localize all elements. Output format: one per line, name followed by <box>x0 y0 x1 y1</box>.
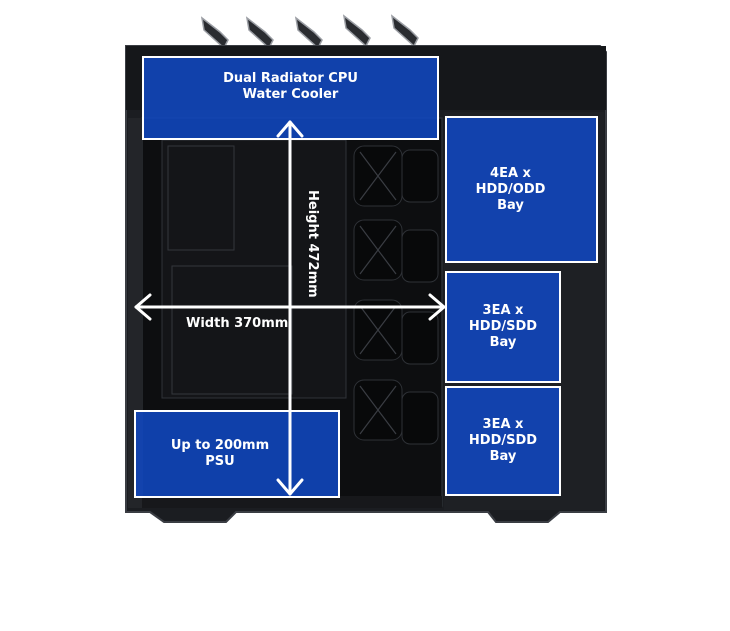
hdd-ssd-bay-upper-box: 3EA x HDD/SDD Bay <box>445 271 561 383</box>
psu-label: Up to 200mm PSU <box>170 438 270 469</box>
psu-box: Up to 200mm PSU <box>134 410 340 498</box>
hdd-ssd-bay-lower-label: 3EA x HDD/SDD Bay <box>468 417 538 464</box>
cpu-cooler-label: Dual Radiator CPU Water Cooler <box>223 71 358 102</box>
height-label: Height 472mm <box>305 190 320 298</box>
top-drive-clips <box>200 14 419 50</box>
width-label: Width 370mm <box>186 316 289 331</box>
hdd-ssd-bay-upper-label: 3EA x HDD/SDD Bay <box>468 303 538 350</box>
cpu-cooler-box: Dual Radiator CPU Water Cooler <box>142 56 439 140</box>
hdd-odd-bay-box: 4EA x HDD/ODD Bay <box>445 116 598 263</box>
hdd-ssd-bay-lower-box: 3EA x HDD/SDD Bay <box>445 386 561 496</box>
hdd-odd-bay-label: 4EA x HDD/ODD Bay <box>475 165 546 213</box>
width-arrow <box>134 293 446 321</box>
